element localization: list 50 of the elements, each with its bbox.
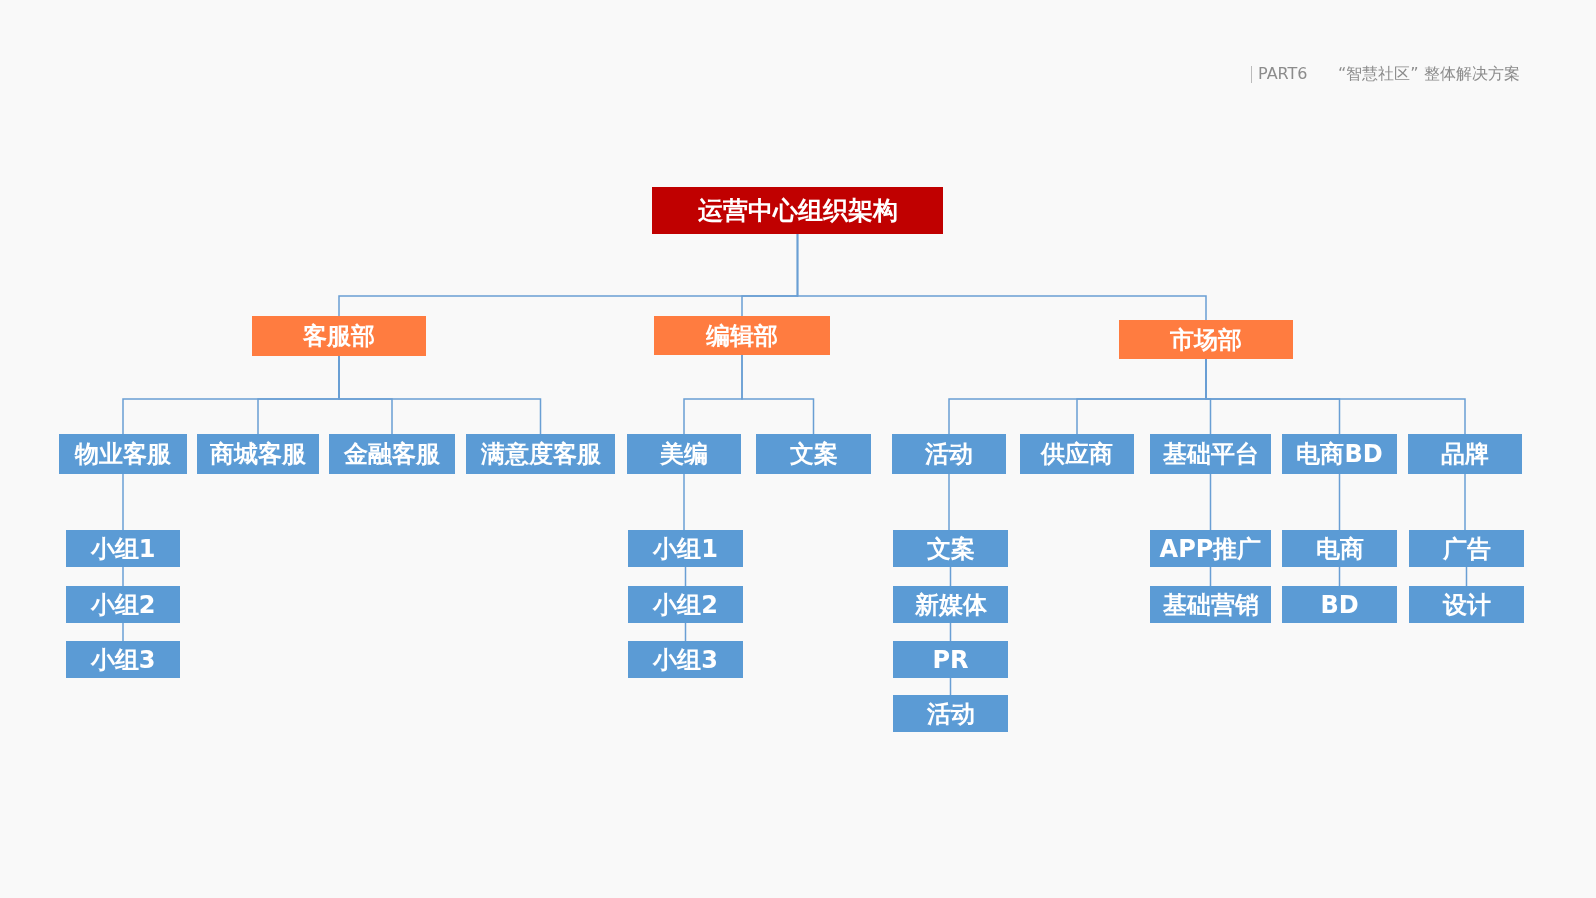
group-box: 基础营销 [1150,586,1271,623]
department-box: 编辑部 [654,316,830,355]
group-box: 小组3 [66,641,180,678]
department-box: 客服部 [252,316,426,356]
group-box: 文案 [893,530,1008,567]
group-box: 小组1 [66,530,180,567]
team-box: 物业客服 [59,434,187,474]
group-box: 新媒体 [893,586,1008,623]
team-box: 电商BD [1282,434,1397,474]
connector-line [683,473,685,531]
team-box: 基础平台 [1150,434,1271,474]
group-box: PR [893,641,1008,678]
connector-line [1465,566,1468,587]
group-box: 小组3 [628,641,743,678]
group-box: 小组1 [628,530,743,567]
connector-line [948,473,950,531]
group-box: 小组2 [66,586,180,623]
connector-line [684,566,687,587]
team-box: 供应商 [1020,434,1134,474]
team-box: 满意度客服 [466,434,615,474]
team-box: 金融客服 [329,434,455,474]
connector-line [1464,473,1466,531]
connector-line [1338,473,1341,531]
connector-line [741,354,815,435]
connector-line [1205,358,1466,435]
connector-line [338,355,542,435]
team-box: 商城客服 [197,434,319,474]
connector-line [1209,473,1212,531]
team-box: 美编 [627,434,741,474]
connector-line [122,566,124,587]
connector-line [122,622,124,642]
header-text: “智慧社区” 整体解决方案 [1338,64,1520,85]
group-box: 活动 [893,695,1008,732]
group-box: 广告 [1409,530,1524,567]
group-box: 小组2 [628,586,743,623]
team-box: 活动 [892,434,1006,474]
department-box: 市场部 [1119,320,1293,359]
group-box: BD [1282,586,1397,623]
connector-line [949,566,952,587]
connector-line [122,473,124,531]
connector-line [796,233,1207,321]
group-box: 设计 [1409,586,1524,623]
connector-line [1209,566,1212,587]
group-box: 电商 [1282,530,1397,567]
team-box: 品牌 [1408,434,1522,474]
group-box: APP推广 [1150,530,1271,567]
title-box: 运营中心组织架构 [652,187,943,234]
connector-line [1338,566,1341,587]
team-box: 文案 [756,434,871,474]
header-text: PART6 [1258,64,1308,83]
